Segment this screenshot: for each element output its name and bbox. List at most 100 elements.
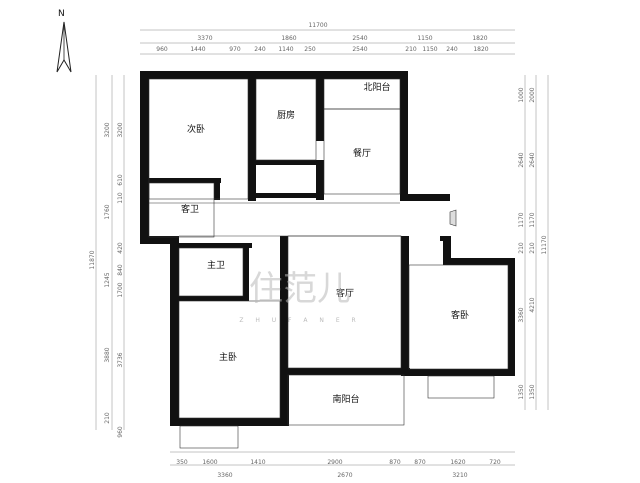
guest-bay-window [427, 375, 495, 399]
dim-top2-8: 210 [405, 46, 417, 53]
dimension-lines [95, 29, 549, 466]
dim-left-inner-10: 210 [104, 412, 111, 424]
wall-kitchen-bottom [256, 160, 320, 165]
left-dimensions: 11870 3200 1760 3880 3200 610 110 420 84… [89, 122, 124, 438]
wall-living-left [280, 236, 288, 376]
dim-top-4: 1150 [417, 35, 432, 42]
dim-right-inner-2: 2640 [529, 152, 536, 167]
dim-top2-11: 1820 [473, 46, 488, 53]
dim-right-outer-5: 3360 [518, 307, 525, 322]
watermark-main: 住范儿 [249, 269, 351, 309]
wall-top [140, 71, 408, 79]
wall-step-left [140, 236, 178, 244]
room-kitchen: 厨房 [277, 109, 295, 121]
dim-top-2: 1860 [281, 35, 296, 42]
room-guest-bed: 客卧 [451, 309, 469, 321]
wall-right-upper [400, 71, 408, 196]
north-label: N [58, 9, 65, 19]
room-south-balcony: 南阳台 [332, 393, 359, 405]
dim-top2-7: 2540 [352, 46, 367, 53]
dim-right-inner-4: 210 [529, 242, 536, 254]
wall-right-ledge [400, 194, 450, 201]
room-living: 客厅 [336, 287, 354, 299]
wall-masterbath-bottom [179, 296, 249, 301]
dim-bot-7: 1620 [450, 459, 465, 466]
dim-top2-10: 240 [446, 46, 458, 53]
fine-lines [148, 78, 509, 449]
dim-left-inner-7: 1245 [104, 272, 111, 287]
kitchen-outline [255, 78, 317, 161]
bottom-dimensions: 350 1600 1410 2900 870 870 1620 720 3360… [176, 459, 501, 479]
wall-left-upper [140, 71, 149, 243]
wall-guestbed-top [443, 258, 515, 265]
wall-living-bottom [280, 368, 410, 375]
guest-bed-outline [408, 264, 509, 370]
wall-guestbed-left [401, 236, 409, 376]
dim-left-inner-3: 110 [117, 192, 124, 204]
wall-left-lower [170, 236, 179, 426]
top-dimensions: 11700 3370 1860 2540 1150 1820 960 1440 … [156, 22, 489, 53]
dim-top2-3: 970 [229, 46, 241, 53]
dim-bot2-3: 3210 [452, 472, 467, 479]
interior-walls [149, 71, 451, 376]
dim-bot-5: 870 [389, 459, 401, 466]
dim-left-inner-9: 960 [117, 426, 124, 438]
dim-right-overall: 11170 [541, 235, 548, 254]
dim-top-3: 2540 [352, 35, 367, 42]
dim-right-outer-6: 1350 [518, 384, 525, 399]
dining-outline [323, 108, 401, 195]
exterior-walls [140, 71, 515, 426]
dim-right-outer-4: 210 [518, 242, 525, 254]
master-bay-window [179, 425, 239, 449]
wall-guestbed-right [508, 258, 515, 376]
dim-right-inner-1: 2000 [529, 87, 536, 102]
dim-top-overall: 11700 [308, 22, 327, 29]
right-dimensions: 11170 1000 2640 1170 210 3360 1350 2000 … [518, 87, 548, 399]
south-balcony-outline [287, 374, 405, 426]
room-north-balcony: 北阳台 [363, 81, 390, 93]
dim-left-inner-5: 840 [117, 264, 124, 276]
wall-kitchen-right-lower [316, 160, 324, 200]
dim-left-outer-1: 3200 [104, 122, 111, 137]
wall-guestbath-top [149, 178, 221, 183]
wall-master-right [280, 372, 289, 426]
dim-left-inner-8: 3736 [117, 352, 124, 367]
dim-bot-4: 2900 [327, 459, 342, 466]
dim-left-inner-4: 420 [117, 242, 124, 254]
master-bath-outline [178, 247, 244, 297]
dim-bot-6: 870 [414, 459, 426, 466]
dim-bot-1: 350 [176, 459, 188, 466]
dim-top-5: 1820 [472, 35, 487, 42]
dim-right-inner-6: 1350 [529, 384, 536, 399]
dim-top2-4: 240 [254, 46, 266, 53]
room-master-bed: 主卧 [219, 351, 237, 363]
wall-second-bed-right [248, 71, 256, 201]
north-compass: N [56, 9, 72, 73]
dim-right-outer-3: 1170 [518, 212, 525, 227]
wall-masterbath-top [179, 243, 252, 248]
dim-bot2-2: 2670 [337, 472, 352, 479]
room-guest-bath: 客卫 [181, 203, 199, 215]
dim-right-inner-5: 4210 [529, 297, 536, 312]
dim-bot-2: 1600 [202, 459, 217, 466]
watermark: 住范儿 Z H U F A N E R [239, 269, 360, 324]
dim-right-outer-1: 1000 [518, 87, 525, 102]
dim-left-inner-2: 610 [117, 174, 124, 186]
dim-left-outer-2: 1760 [104, 204, 111, 219]
dim-bot2-1: 3360 [217, 472, 232, 479]
dim-left-outer-3: 3880 [104, 347, 111, 362]
guest-bath-outline [148, 182, 215, 238]
dim-top2-2: 1440 [190, 46, 205, 53]
wall-masterbath-right [243, 243, 249, 301]
dim-right-inner-3: 1170 [529, 212, 536, 227]
dim-left-inner-6: 1700 [117, 282, 124, 297]
watermark-sub: Z H U F A N E R [239, 317, 360, 324]
dim-top2-1: 960 [156, 46, 168, 53]
dim-top2-9: 1150 [422, 46, 437, 53]
dim-bot-8: 720 [489, 459, 501, 466]
wall-guestbed-bottom [404, 369, 515, 376]
dim-top-1: 3370 [197, 35, 212, 42]
wall-guestbed-step [443, 236, 451, 264]
wall-guestbath-right [214, 178, 220, 200]
